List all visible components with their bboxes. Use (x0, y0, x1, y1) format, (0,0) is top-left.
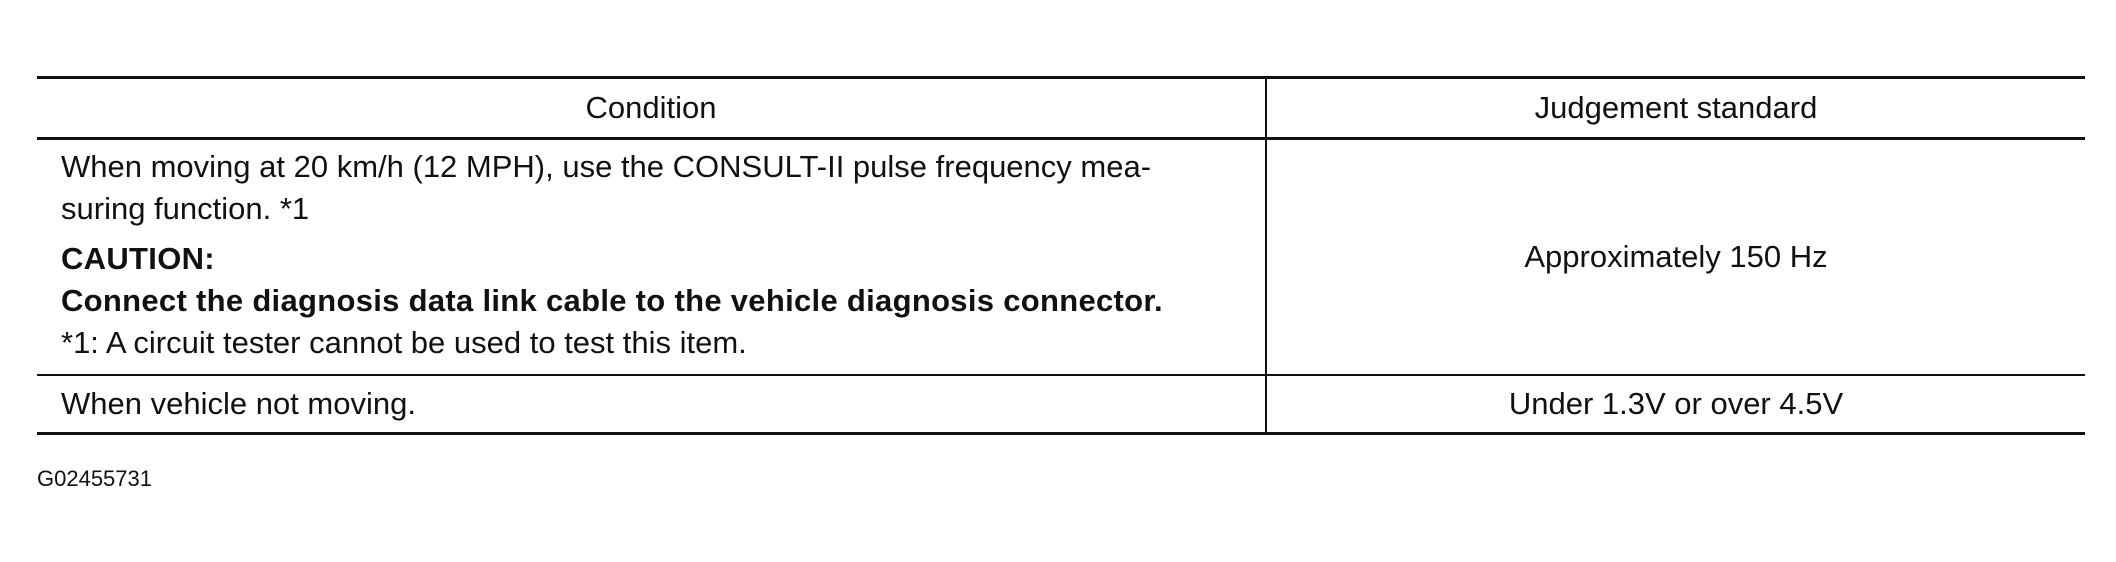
caution-text: Connect the diagnosis data link cable to… (61, 283, 1163, 318)
condition-header: Condition (37, 76, 1267, 140)
judgement-cell: Under 1.3V or over 4.5V (1266, 375, 2085, 435)
judgement-header: Judgement standard (1266, 76, 2085, 140)
spec-table: Condition Judgement standard When moving… (37, 76, 2085, 435)
condition-cell: When vehicle not moving. (37, 375, 1267, 435)
judgement-cell: Approximately 150 Hz (1266, 138, 2085, 376)
table-row: When vehicle not moving. Under 1.3V or o… (37, 375, 2085, 435)
footnote-text: *1: A circuit tester cannot be used to t… (61, 325, 747, 360)
table-row: When moving at 20 km/h (12 MPH), use the… (37, 138, 2085, 376)
condition-text-line1: When moving at 20 km/h (12 MPH), use the… (61, 149, 1152, 184)
figure-id: G02455731 (37, 466, 152, 491)
condition-text-line2: suring function. *1 (61, 191, 310, 226)
caution-title: CAUTION: (61, 241, 215, 276)
header-row: Condition Judgement standard (37, 76, 2085, 140)
condition-cell: When moving at 20 km/h (12 MPH), use the… (37, 138, 1267, 376)
